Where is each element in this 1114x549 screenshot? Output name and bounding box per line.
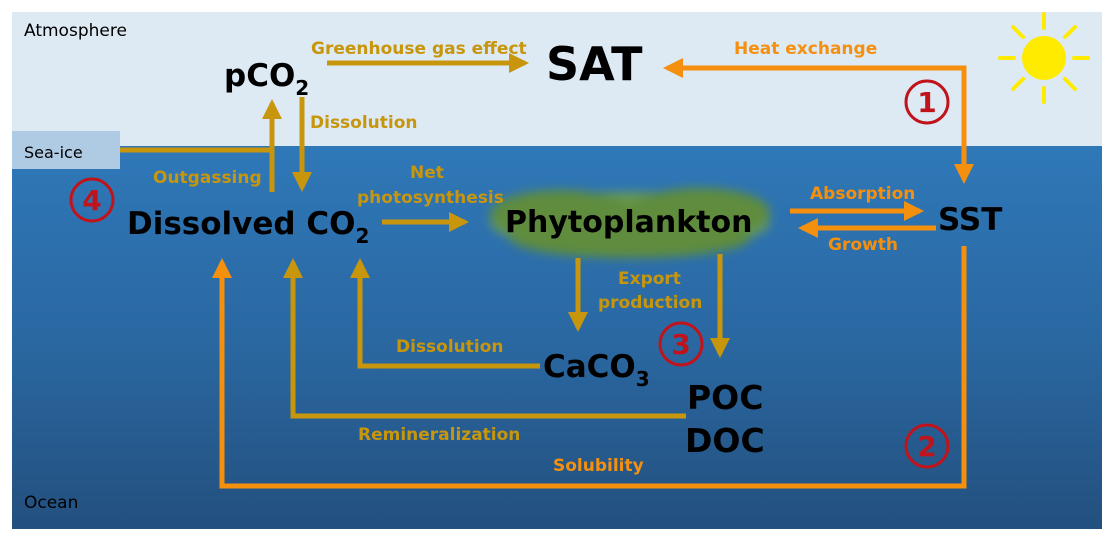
node-pco2-main: pCO bbox=[224, 58, 295, 94]
label-dissolution-mid: Dissolution bbox=[396, 337, 504, 357]
label-export-1: Export bbox=[618, 269, 681, 289]
node-dissolved-co2-main: Dissolved CO bbox=[127, 206, 356, 242]
node-phytoplankton: Phytoplankton bbox=[505, 205, 752, 240]
marker-2: 2 bbox=[904, 423, 950, 469]
marker-1: 1 bbox=[904, 79, 950, 125]
node-sat: SAT bbox=[546, 37, 643, 91]
label-net-photosynthesis-1: Net bbox=[410, 163, 444, 183]
node-caco3-sub: 3 bbox=[636, 367, 650, 391]
node-dissolved-co2-sub: 2 bbox=[356, 224, 370, 248]
node-dissolved-co2: Dissolved CO2 bbox=[127, 206, 369, 248]
label-solubility: Solubility bbox=[553, 456, 644, 476]
node-pco2-sub: 2 bbox=[295, 76, 309, 100]
marker-4-text: 4 bbox=[82, 184, 101, 217]
label-outgassing: Outgassing bbox=[153, 168, 262, 188]
arrow-remineralization bbox=[283, 258, 686, 419]
arrow-solubility bbox=[212, 246, 967, 489]
atmosphere-label: Atmosphere bbox=[24, 21, 127, 41]
node-sst: SST bbox=[938, 202, 1002, 238]
label-greenhouse: Greenhouse gas effect bbox=[311, 39, 527, 59]
label-heat-exchange: Heat exchange bbox=[734, 39, 877, 59]
sun-icon bbox=[998, 12, 1090, 104]
ocean-label: Ocean bbox=[24, 493, 78, 513]
label-growth: Growth bbox=[828, 235, 898, 255]
node-caco3-main: CaCO bbox=[543, 349, 636, 385]
marker-3-text: 3 bbox=[671, 328, 690, 361]
node-doc: DOC bbox=[685, 421, 765, 460]
arrow-dissolution-mid bbox=[350, 258, 540, 369]
atmosphere-zone bbox=[12, 12, 1102, 146]
marker-1-text: 1 bbox=[917, 86, 936, 119]
phytoplankton-cloud-icon bbox=[490, 188, 770, 258]
label-dissolution-top: Dissolution bbox=[310, 113, 418, 133]
marker-4: 4 bbox=[69, 177, 115, 223]
node-poc: POC bbox=[687, 378, 763, 417]
marker-2-text: 2 bbox=[917, 430, 936, 463]
marker-3: 3 bbox=[658, 321, 704, 367]
label-remineralization: Remineralization bbox=[358, 425, 520, 445]
sea-ice-label: Sea-ice bbox=[24, 143, 83, 162]
node-pco2: pCO2 bbox=[224, 58, 309, 100]
sea-ice-block bbox=[12, 131, 120, 169]
label-absorption: Absorption bbox=[810, 184, 915, 204]
label-net-photosynthesis-2: photosynthesis bbox=[357, 188, 504, 208]
label-export-2: production bbox=[598, 293, 702, 313]
node-caco3: CaCO3 bbox=[543, 349, 650, 391]
